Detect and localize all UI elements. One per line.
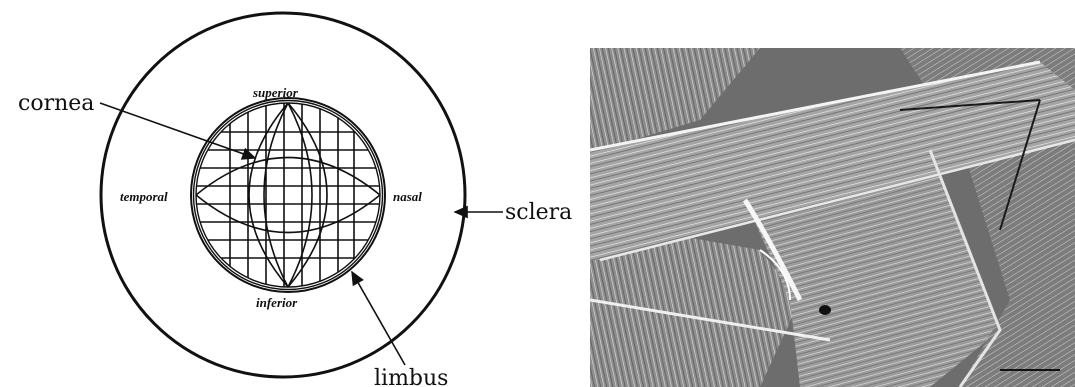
cornea-pointer bbox=[100, 103, 255, 158]
label-cornea: cornea bbox=[18, 91, 94, 116]
sem-micrograph bbox=[590, 48, 1075, 387]
limbus-ring-3 bbox=[196, 103, 380, 287]
label-limbus: limbus bbox=[374, 366, 448, 387]
label-inferior: inferior bbox=[256, 295, 298, 310]
eye-schematic: cornea superior inferior temporal nasal … bbox=[18, 13, 572, 387]
label-sclera: sclera bbox=[505, 200, 572, 225]
label-temporal: temporal bbox=[120, 189, 168, 204]
label-nasal: nasal bbox=[393, 189, 422, 204]
label-superior: superior bbox=[252, 85, 299, 100]
limbus-ring-outer bbox=[191, 98, 385, 292]
